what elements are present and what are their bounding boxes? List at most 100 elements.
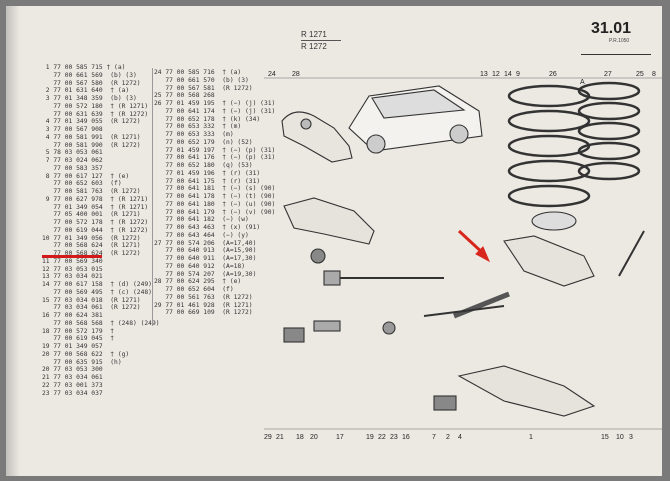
part-row: 77 00 567 581 (R 1272) — [154, 84, 253, 92]
callout-label: 20 — [310, 434, 318, 441]
red-arrow-annotation — [457, 229, 491, 263]
part-row: 77 00 568 624 (R 1271) — [42, 242, 141, 250]
part-row: 25 77 00 568 268 — [154, 92, 215, 100]
part-row: 77 00 641 182 (−) (w) — [154, 216, 249, 224]
part-row: 28 77 00 624 295 † (e) — [154, 278, 242, 286]
callout-label: 1 — [529, 434, 533, 441]
callout-label: 22 — [378, 434, 386, 441]
page-number: 31.01 — [591, 20, 632, 37]
callout-label: 10 — [616, 434, 624, 441]
part-row: 7 77 03 024 062 — [42, 157, 103, 164]
red-underline-annotation — [42, 255, 102, 258]
part-row: 1 77 00 585 715 † (a) — [42, 64, 126, 71]
part-row: 20 77 03 053 300 — [42, 366, 103, 374]
part-row: 77 00 652 180 (q) (53) — [154, 162, 253, 169]
part-row: 14 77 00 617 158 † (d) (249) — [42, 281, 152, 288]
callout-label: 23 — [390, 434, 398, 441]
part-row: 11 77 00 569 340 — [42, 257, 103, 265]
callout-label: 12 — [492, 71, 500, 78]
part-row: 2 77 01 631 640 † (a) — [42, 87, 130, 95]
parts-list-middle: 24 77 00 585 716 † (a) 77 00 661 570 (b)… — [154, 69, 275, 317]
part-row: 21 77 03 034 061 — [42, 374, 103, 381]
part-row: 77 00 641 179 † (−) (v) (90) — [154, 208, 276, 216]
model-label-2: R 1272 — [301, 42, 327, 51]
part-row: 77 00 669 109 (R 1272) — [154, 309, 253, 317]
callout-label: 26 — [549, 71, 557, 78]
part-row: 77 00 561 763 (R 1272) — [154, 293, 253, 301]
part-row: 77 00 653 332 † (m) — [154, 123, 242, 131]
part-row: 77 00 641 175 † (r) (31) — [154, 177, 261, 185]
page-shadow — [6, 6, 20, 476]
part-row: 77 00 572 180 † (R 1271) — [42, 102, 149, 110]
part-row: 77 00 619 044 † (R 1272) — [42, 226, 149, 234]
page-reference: P.R.1050 — [609, 38, 630, 44]
part-row: 5 78 03 053 061 — [42, 149, 103, 157]
part-row: 77 00 641 180 † (−) (u) (90) — [154, 200, 276, 208]
part-row: 4 77 00 581 991 (R 1271) — [42, 133, 141, 141]
callout-label: 9 — [516, 71, 520, 78]
part-row: 77 00 574 207 (A=19,30) — [154, 270, 257, 278]
part-row: 77 05 400 001 (R 1271) — [42, 211, 141, 219]
parts-catalog-page: 31.01 P.R.1050 R 1271 R 1272 1 77 00 585… — [6, 6, 662, 476]
callout-label: 14 — [504, 71, 512, 78]
callout-label: 3 — [629, 434, 633, 441]
callout-label: 28 — [292, 71, 300, 78]
callout-label: 2 — [446, 434, 450, 441]
part-row: 77 00 652 604 (f) — [154, 286, 234, 293]
part-row: 23 77 03 034 037 — [42, 389, 103, 397]
part-row: 77 00 640 912 (A=18) — [154, 262, 245, 270]
part-row: 77 00 568 624 (R 1272) — [42, 250, 141, 257]
part-row: 77 01 459 196 † (r) (31) — [154, 169, 261, 177]
part-row: 77 00 641 174 † (−) (j) (31) — [154, 107, 276, 115]
part-row: 77 00 641 176 † (−) (p) (31) — [154, 154, 276, 162]
callout-label: 27 — [604, 71, 612, 78]
model-divider — [301, 40, 341, 41]
part-row: 77 00 569 495 † (c) (248) — [42, 288, 152, 296]
part-row: 13 77 03 034 021 — [42, 273, 103, 281]
part-row: 77 00 640 913 (A=15,90) — [154, 247, 257, 255]
part-row: 77 00 661 569 (b) (3) — [42, 71, 137, 79]
callout-label: 25 — [636, 71, 644, 78]
callout-label: 15 — [601, 434, 609, 441]
part-row: 20 77 00 568 622 † (g) — [42, 350, 130, 358]
part-row: 77 00 652 179 (n) (52) — [154, 138, 253, 146]
callout-label: 18 — [296, 434, 304, 441]
part-row: 77 00 619 045 † — [42, 335, 115, 343]
part-row: 12 77 03 053 015 — [42, 265, 103, 273]
part-row: 77 00 643 463 † (x) (91) — [154, 224, 261, 231]
car-illustration — [348, 85, 483, 154]
column-divider — [152, 68, 153, 326]
callout-label: 16 — [402, 434, 410, 441]
part-row: 77 00 641 178 † (−) (t) (90) — [154, 193, 276, 200]
part-row: 77 00 652 178 † (k) (34) — [154, 115, 261, 123]
part-row: 27 77 00 574 206 (A=17,40) — [154, 239, 257, 247]
part-row: 77 03 034 061 (R 1272) — [42, 304, 141, 312]
model-label-1: R 1271 — [301, 30, 327, 39]
part-row: 77 00 640 911 (A=17,30) — [154, 255, 257, 262]
part-row: 77 00 583 357 — [42, 164, 103, 172]
part-row: 10 77 01 349 056 (R 1272) — [42, 234, 141, 242]
header-rule — [581, 54, 651, 55]
callout-label: 19 — [366, 434, 374, 441]
callout-label: 8 — [652, 71, 656, 78]
part-row: 77 00 572 178 † (R 1272) — [42, 219, 149, 226]
part-row: 77 00 661 570 (b) (3) — [154, 76, 249, 84]
callout-label: 17 — [336, 434, 344, 441]
callout-label: 29 — [264, 434, 272, 441]
part-row: 77 00 635 915 (h) — [42, 358, 122, 366]
callout-label: 24 — [268, 71, 276, 78]
callout-label: 21 — [276, 434, 284, 441]
part-row: 77 01 459 197 † (−) (p) (31) — [154, 146, 276, 154]
part-row: 15 77 03 034 018 (R 1271) — [42, 296, 141, 304]
callout-a: A — [580, 79, 585, 86]
part-row: 77 00 653 333 (m) — [154, 131, 234, 138]
part-row: 24 77 00 585 716 † (a) — [154, 69, 242, 76]
parts-list-left: 1 77 00 585 715 † (a) 77 00 661 569 (b) … — [42, 64, 160, 397]
part-row: 77 00 643 464 (−) (y) — [154, 231, 249, 239]
callout-label: 13 — [480, 71, 488, 78]
part-row: 77 00 652 603 (f) — [42, 180, 122, 188]
part-row: 77 00 581 763 (R 1272) — [42, 188, 141, 195]
part-row: 77 00 567 580 (R 1272) — [42, 79, 141, 87]
part-row: 4 77 01 349 055 (R 1272) — [42, 118, 141, 126]
